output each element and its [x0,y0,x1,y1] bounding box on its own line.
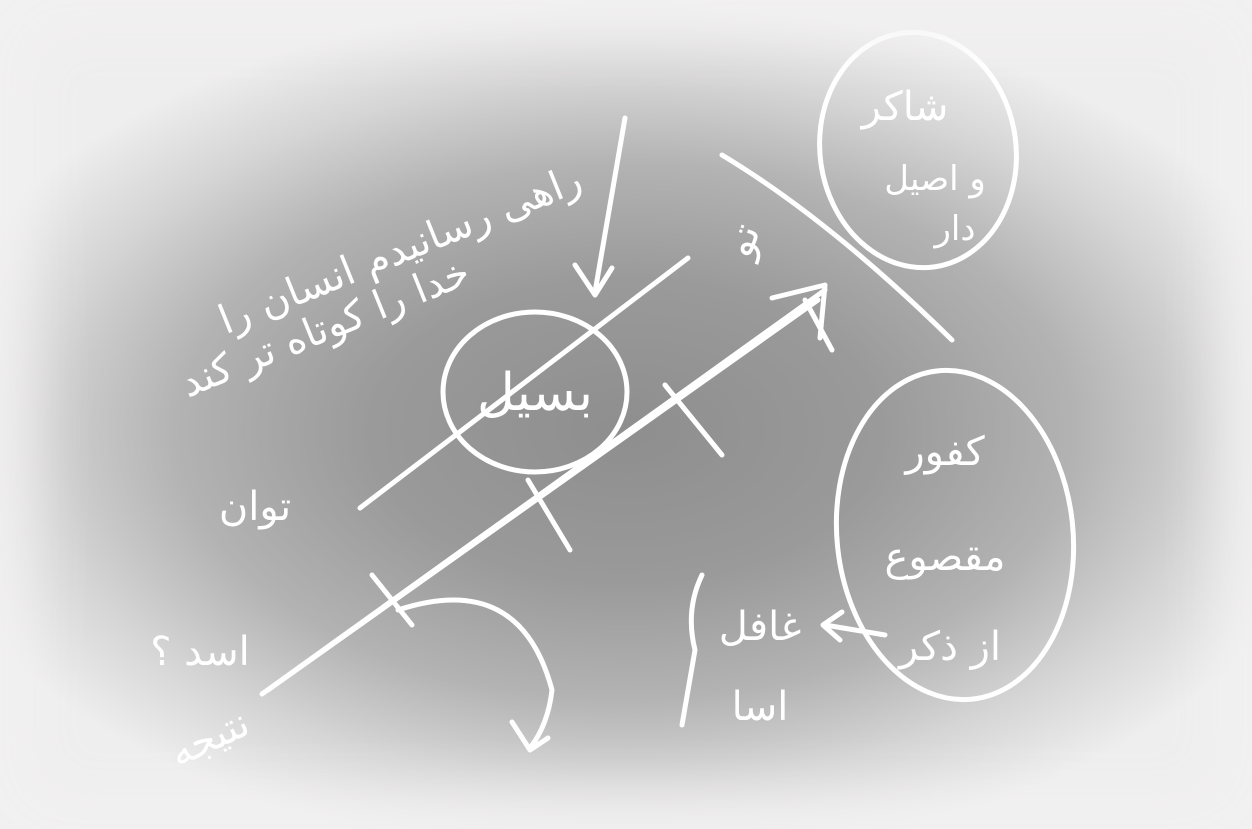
bottom-right-label-2: اسا [732,684,789,730]
circle-top-right-line-2: و اصيل [884,159,986,199]
bottom-right-label-1: غافل [719,604,802,650]
bottom-left-label-1: اسد ؟ [150,629,250,675]
circle-bottom-right-line-2: مقصوع [885,534,1006,580]
circle-top-right-line-3: دار [932,209,975,249]
diagonal-path-line [357,255,691,511]
down-arrow [572,115,628,298]
circle-top-right-line-1: شاكر [860,84,949,130]
circle-top-right [817,29,1019,271]
left-label: توان [219,484,291,530]
circle-center [440,309,630,475]
curved-arrow [395,597,555,753]
left-arrow [820,609,888,643]
tick-mark-1 [662,382,725,458]
bracket [679,572,705,728]
tick-mark-3 [369,572,415,628]
tick-mark-2 [525,477,573,553]
circle-bottom-right-line-3: از ذكر [897,624,1001,670]
arrow-tip-label: تو [715,218,770,265]
circle-bottom-right-line-1: كفور [903,429,985,475]
arrow-head [769,282,835,353]
separator-line [719,152,955,343]
main-arrow-line-second [265,297,821,693]
circle-bottom-right [833,367,1077,703]
bottom-left-label-2: نتيجه [162,700,256,777]
